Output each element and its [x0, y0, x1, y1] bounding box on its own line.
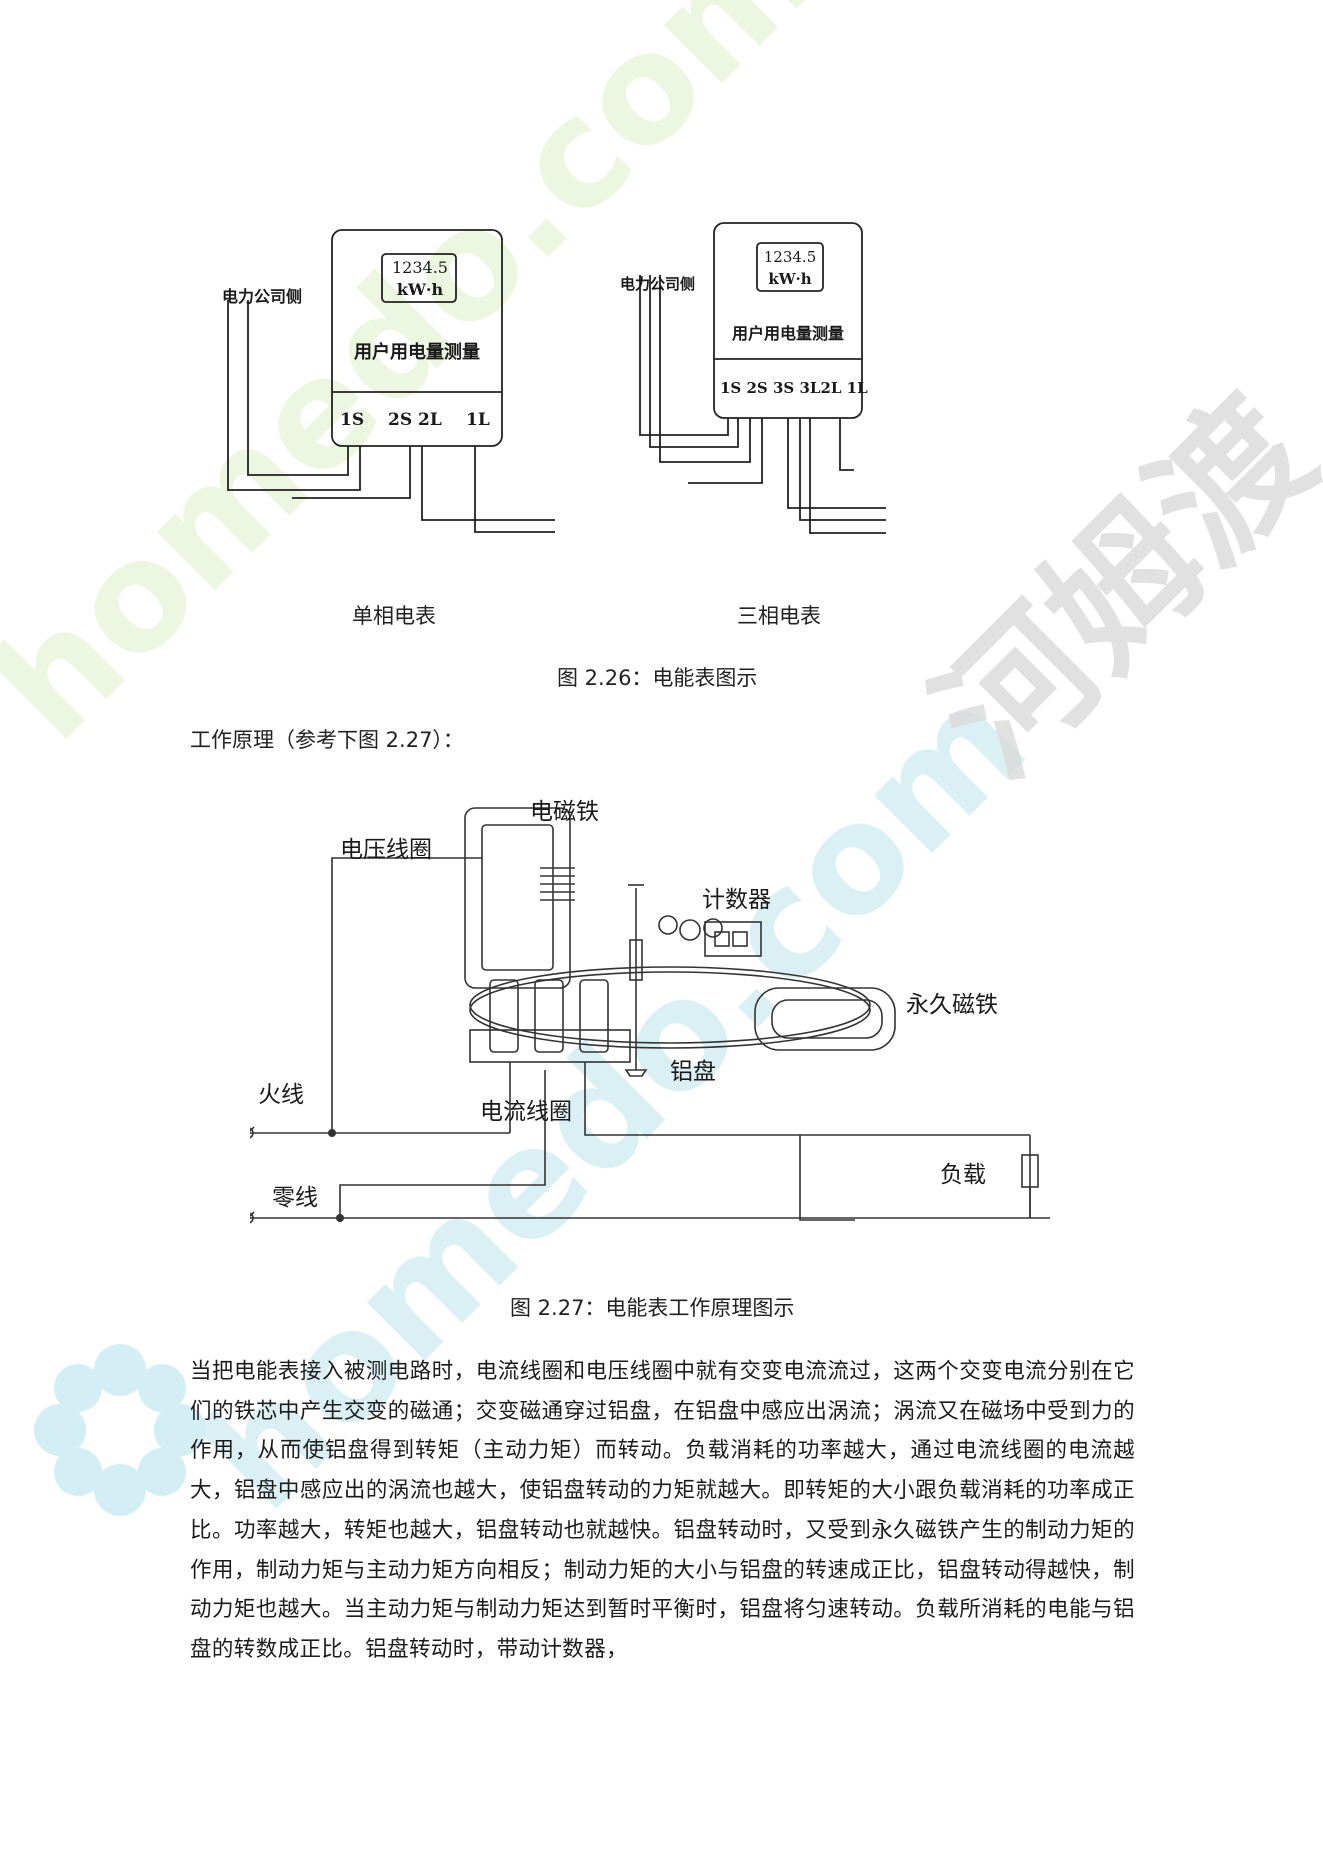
- label-counter: 计数器: [702, 887, 771, 913]
- label-neutral-wire: 零线: [272, 1185, 318, 1211]
- single-meter-unit: kW·h: [396, 280, 444, 299]
- label-aluminum-disk: 铝盘: [670, 1059, 716, 1085]
- single-meter-reading: 1234.5: [392, 258, 448, 277]
- single-meter-caption: 单相电表: [352, 604, 436, 628]
- explanation-paragraph: 当把电能表接入被测电路时，电流线圈和电压线圈中就有交变电流流过，这两个交变电流分…: [190, 1359, 1135, 1662]
- three-meter-title: 用户用电量测量: [731, 324, 844, 343]
- watermark-flower-logo: [34, 1344, 206, 1516]
- single-terminal-2s2l: 2S 2L: [388, 410, 442, 430]
- single-terminal-1l: 1L: [466, 410, 490, 430]
- label-live-wire: 火线: [258, 1082, 304, 1108]
- single-meter-title: 用户用电量测量: [354, 342, 480, 363]
- label-electromagnet: 电磁铁: [530, 799, 599, 825]
- single-terminal-1s: 1S: [340, 410, 365, 430]
- label-current-coil: 电流线圈: [480, 1099, 572, 1125]
- intro-text: 工作原理（参考下图 2.27）：: [190, 728, 464, 752]
- single-meter-side-label: 电力公司侧: [222, 287, 303, 306]
- three-meter-terminals: 1S 2S 3S 3L2L 1L: [720, 379, 868, 397]
- single-phase-meter-diagram: [227, 229, 555, 533]
- three-meter-unit: kW·h: [768, 270, 812, 288]
- figure-2-26-caption: 图 2.26：电能表图示: [557, 666, 758, 690]
- three-meter-caption: 三相电表: [737, 604, 821, 628]
- figure-2-27-caption: 图 2.27：电能表工作原理图示: [510, 1296, 795, 1320]
- watermark-hemudu: 河姆渡: [904, 366, 1323, 808]
- working-principle-diagram: [250, 807, 1050, 1224]
- label-load: 负载: [940, 1162, 986, 1188]
- three-phase-meter-diagram: [639, 222, 886, 534]
- three-meter-side-label: 电力公司侧: [620, 275, 696, 293]
- label-permanent-magnet: 永久磁铁: [906, 992, 998, 1018]
- label-voltage-coil: 电压线圈: [340, 837, 432, 863]
- three-meter-reading: 1234.5: [763, 248, 817, 266]
